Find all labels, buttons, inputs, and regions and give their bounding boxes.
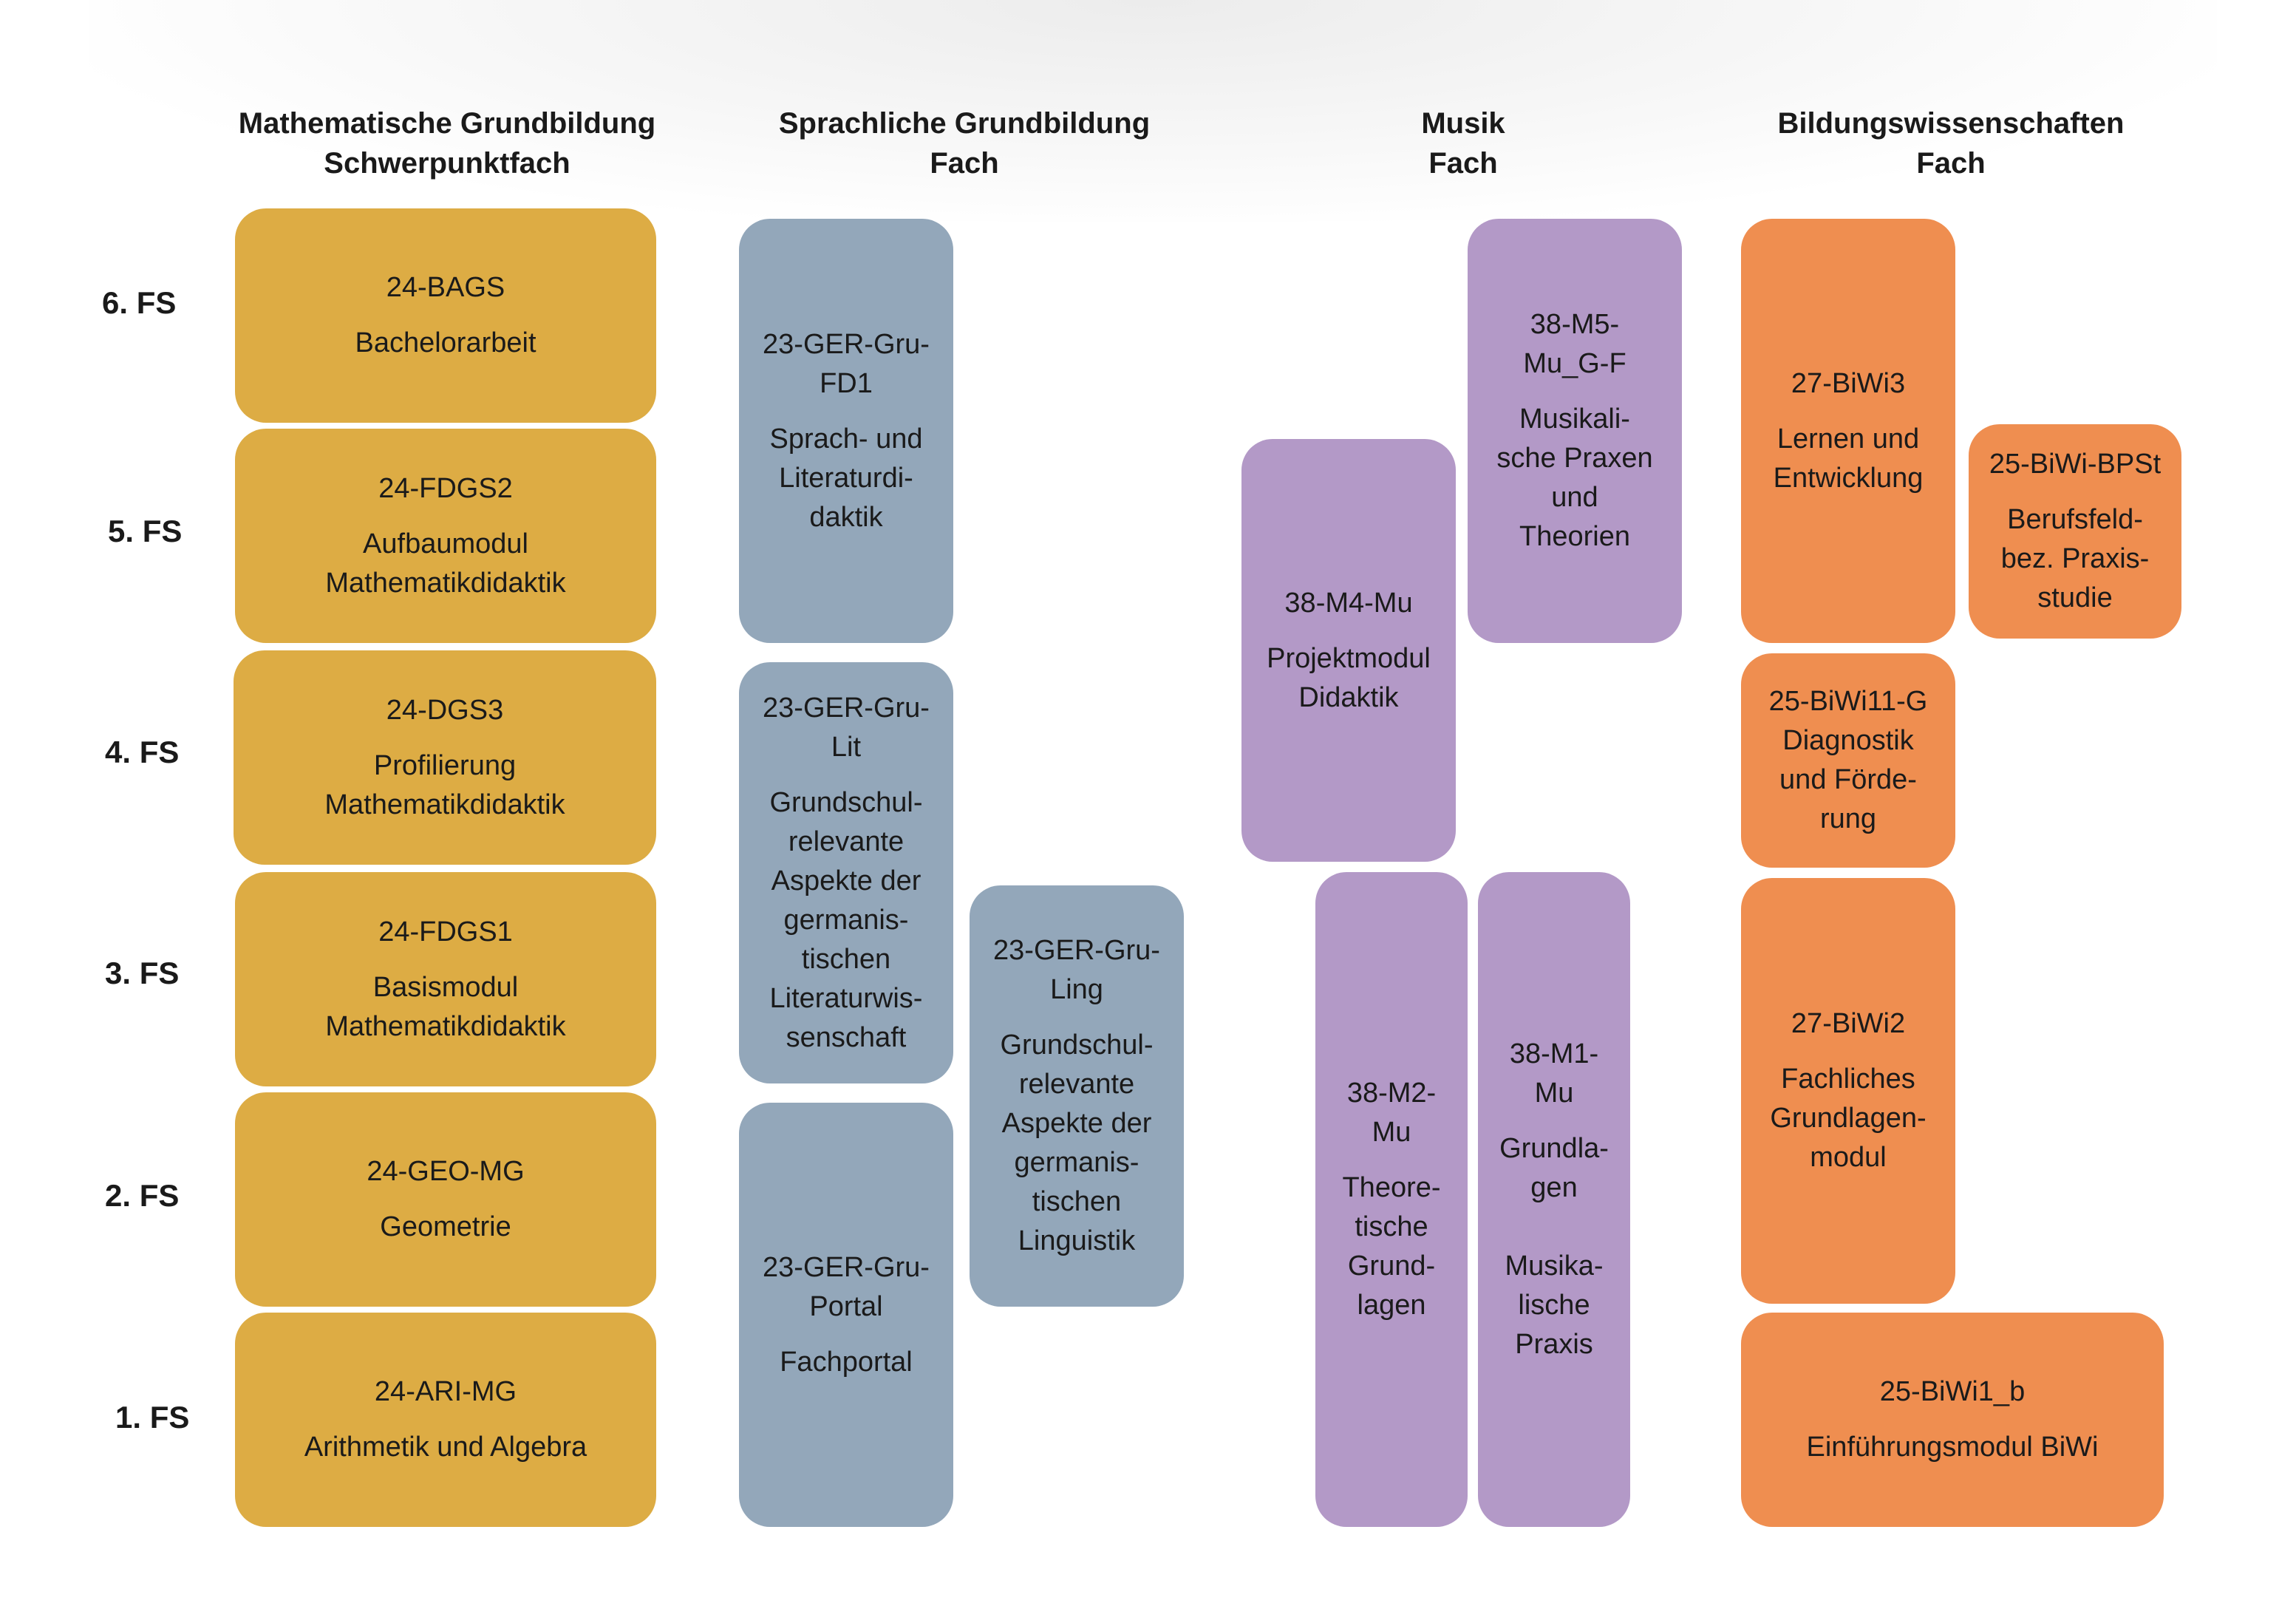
module-title: Berufsfeld- bez. Praxis- studie	[2000, 504, 2150, 613]
module-box-23-ger-gru-portal: 23-GER-Gru- Portal Fachportal	[739, 1103, 953, 1527]
module-box-24-bags: 24-BAGS Bachelorarbeit	[235, 208, 656, 423]
module-code: 25-BiWi-BPSt	[1989, 449, 2162, 480]
module-code: 23-GER-Gru- Portal	[763, 1251, 930, 1322]
module-title: Basismodul Mathematikdidaktik	[325, 971, 566, 1042]
semester-label: 5. FS	[108, 514, 183, 548]
header-background	[89, 0, 2217, 222]
module-title: Profilierung Mathematikdidaktik	[324, 749, 565, 820]
module-code: 38-M4-Mu	[1284, 587, 1413, 619]
module-box-24-fdgs2: 24-FDGS2 Aufbaumodul Mathematikdidaktik	[235, 429, 656, 643]
module-box-25-biwi11-g: 25-BiWi11-G Diagnostik und Förde- rung	[1741, 653, 1955, 868]
module-code: 24-DGS3	[386, 694, 504, 726]
module-box-25-biwi1-b: 25-BiWi1_b Einführungsmodul BiWi	[1741, 1313, 2164, 1527]
module-code: 24-BAGS	[386, 272, 505, 303]
module-title: Grundschul- relevante Aspekte der german…	[1000, 1030, 1154, 1256]
module-title: Bachelorarbeit	[355, 327, 536, 358]
module-title: Sprach- und Literaturdi- daktik	[769, 423, 923, 533]
module-title: Theore- tische Grund- lagen	[1342, 1172, 1441, 1321]
module-code: 25-BiWi11-G	[1768, 686, 1928, 717]
module-title: Fachportal	[780, 1346, 913, 1378]
module-box-23-ger-gru-lit: 23-GER-Gru- Lit Grundschul- relevante As…	[739, 662, 953, 1083]
module-title: Geometrie	[380, 1211, 511, 1242]
semester-label: 2. FS	[105, 1178, 180, 1213]
module-box-38-m2-mu: 38-M2- Mu Theore- tische Grund- lagen	[1315, 872, 1468, 1527]
module-title: Arithmetik und Algebra	[304, 1432, 587, 1463]
module-code: 23-GER-Gru- Lit	[763, 692, 930, 763]
module-box-24-geo-mg: 24-GEO-MG Geometrie	[235, 1092, 656, 1307]
module-title: Aufbaumodul Mathematikdidaktik	[325, 528, 566, 599]
module-code: 23-GER-Gru- Ling	[993, 935, 1160, 1005]
module-code: 24-GEO-MG	[367, 1156, 525, 1187]
module-title: Einführungsmodul BiWi	[1806, 1432, 2099, 1463]
module-title: Projektmodul Didaktik	[1267, 642, 1431, 713]
module-box-38-m1-mu: 38-M1- Mu Grundla- gen Musika- lische Pr…	[1478, 872, 1630, 1527]
semester-label: 6. FS	[102, 285, 177, 320]
module-box-38-m5-mu-g-f: 38-M5- Mu_G-F Musikali- sche Praxen und …	[1468, 219, 1682, 643]
module-code: 25-BiWi1_b	[1879, 1376, 2026, 1407]
module-box-38-m4-mu: 38-M4-Mu Projektmodul Didaktik	[1241, 439, 1456, 862]
module-box-25-biwi-bpst: 25-BiWi-BPSt Berufsfeld- bez. Praxis- st…	[1969, 424, 2181, 639]
module-box-24-dgs3: 24-DGS3 Profilierung Mathematikdidaktik	[234, 650, 656, 865]
module-box-23-ger-gru-ling: 23-GER-Gru- Ling Grundschul- relevante A…	[970, 885, 1184, 1307]
module-box-24-fdgs1: 24-FDGS1 Basismodul Mathematikdidaktik	[235, 872, 656, 1086]
column-heading-sprache: Sprachliche Grundbildung Fach	[778, 107, 1151, 180]
module-code: 27-BiWi3	[1791, 367, 1906, 399]
module-code: 23-GER-Gru- FD1	[763, 328, 930, 399]
module-code: 38-M2- Mu	[1346, 1078, 1437, 1148]
module-title: Diagnostik und Förde- rung	[1779, 725, 1917, 834]
column-heading-bildungswissenschaften: Bildungswissenschaften Fach	[1777, 107, 2125, 180]
module-code: 24-FDGS2	[378, 472, 513, 504]
module-code: 38-M5- Mu_G-F	[1523, 309, 1626, 379]
module-box-27-biwi2: 27-BiWi2 Fachliches Grundlagen- modul	[1741, 878, 1955, 1304]
module-title: Fachliches Grundlagen- modul	[1770, 1064, 1927, 1173]
module-box-23-ger-gru-fd1: 23-GER-Gru- FD1 Sprach- und Literaturdi-…	[739, 219, 953, 643]
module-box-27-biwi3: 27-BiWi3 Lernen und Entwicklung	[1741, 219, 1955, 643]
semester-label: 4. FS	[105, 735, 180, 769]
semester-label: 1. FS	[115, 1400, 190, 1435]
module-code: 24-ARI-MG	[374, 1376, 517, 1407]
module-code: 38-M1- Mu	[1509, 1038, 1599, 1109]
module-box-24-ari-mg: 24-ARI-MG Arithmetik und Algebra	[235, 1313, 656, 1527]
module-title: Grundla- gen Musika- lische Praxis	[1499, 1133, 1609, 1360]
module-title: Lernen und Entwicklung	[1773, 423, 1924, 494]
semester-label: 3. FS	[105, 956, 180, 990]
column-heading-mathematik: Mathematische Grundbildung Schwerpunktfa…	[238, 107, 656, 180]
module-title: Grundschul- relevante Aspekte der german…	[769, 786, 923, 1053]
module-code: 24-FDGS1	[378, 916, 513, 947]
module-title: Musikali- sche Praxen und Theorien	[1496, 404, 1653, 552]
column-heading-musik: Musik Fach	[1421, 107, 1505, 180]
module-code: 27-BiWi2	[1791, 1008, 1906, 1039]
